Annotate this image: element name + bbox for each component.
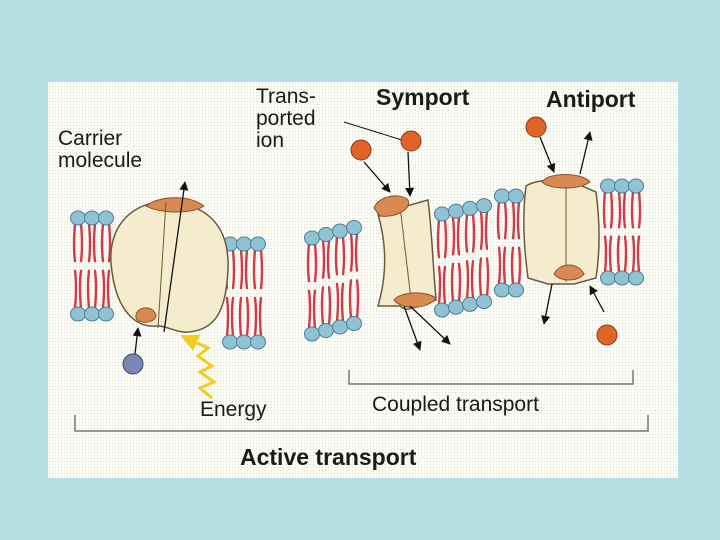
carrier-label-line1: Carrier xyxy=(58,127,123,150)
bilayer-left-of-antiport xyxy=(494,188,524,298)
ion-left xyxy=(350,139,372,161)
carrier-protein xyxy=(110,197,229,333)
symport-top-binding-site xyxy=(373,195,410,217)
bilayer-between-transporters xyxy=(434,198,492,318)
carrier-binding-site xyxy=(135,307,157,323)
active-transport-figure: Carrier molecule Trans- ported ion Sympo… xyxy=(48,82,678,478)
carrier-molecule-label: Carrier molecule xyxy=(58,128,142,172)
carrier-label-line2: molecule xyxy=(58,149,143,172)
antiport-top-binding-site xyxy=(541,174,591,189)
energy-arrow xyxy=(180,334,218,400)
active-transport-bracket xyxy=(74,415,649,432)
ion-label-line1: Trans- xyxy=(256,85,316,108)
antiport-label: Antiport xyxy=(546,86,636,112)
bilayer-right-of-antiport xyxy=(600,178,644,286)
cotransported-molecule xyxy=(122,353,144,375)
transport-arrows xyxy=(132,131,605,355)
coupled-transport-label: Coupled transport xyxy=(372,393,539,416)
symport-bottom-binding-site xyxy=(393,292,437,308)
active-transport-label: Active transport xyxy=(240,444,417,470)
coupled-transport-bracket xyxy=(348,370,634,385)
ion-antiport-inside xyxy=(596,324,618,346)
ion-symport xyxy=(400,130,422,152)
bilayer-right-of-carrier xyxy=(222,236,266,350)
ion-antiport-outside xyxy=(525,116,547,138)
transported-ion-label: Trans- ported ion xyxy=(256,86,316,152)
energy-label: Energy xyxy=(200,398,267,421)
bilayer-left-of-carrier xyxy=(70,210,114,322)
bilayer-left-of-symport xyxy=(304,220,362,342)
symport-label: Symport xyxy=(376,84,470,110)
antiport-bottom-binding-site xyxy=(553,264,585,281)
symport-protein xyxy=(376,199,437,311)
ion-label-line2: ported xyxy=(256,107,316,130)
lipid-bilayer xyxy=(70,178,644,350)
ion-label-line3: ion xyxy=(256,129,285,152)
membrane-diagram xyxy=(70,116,649,432)
ion-label-leader xyxy=(343,121,403,141)
